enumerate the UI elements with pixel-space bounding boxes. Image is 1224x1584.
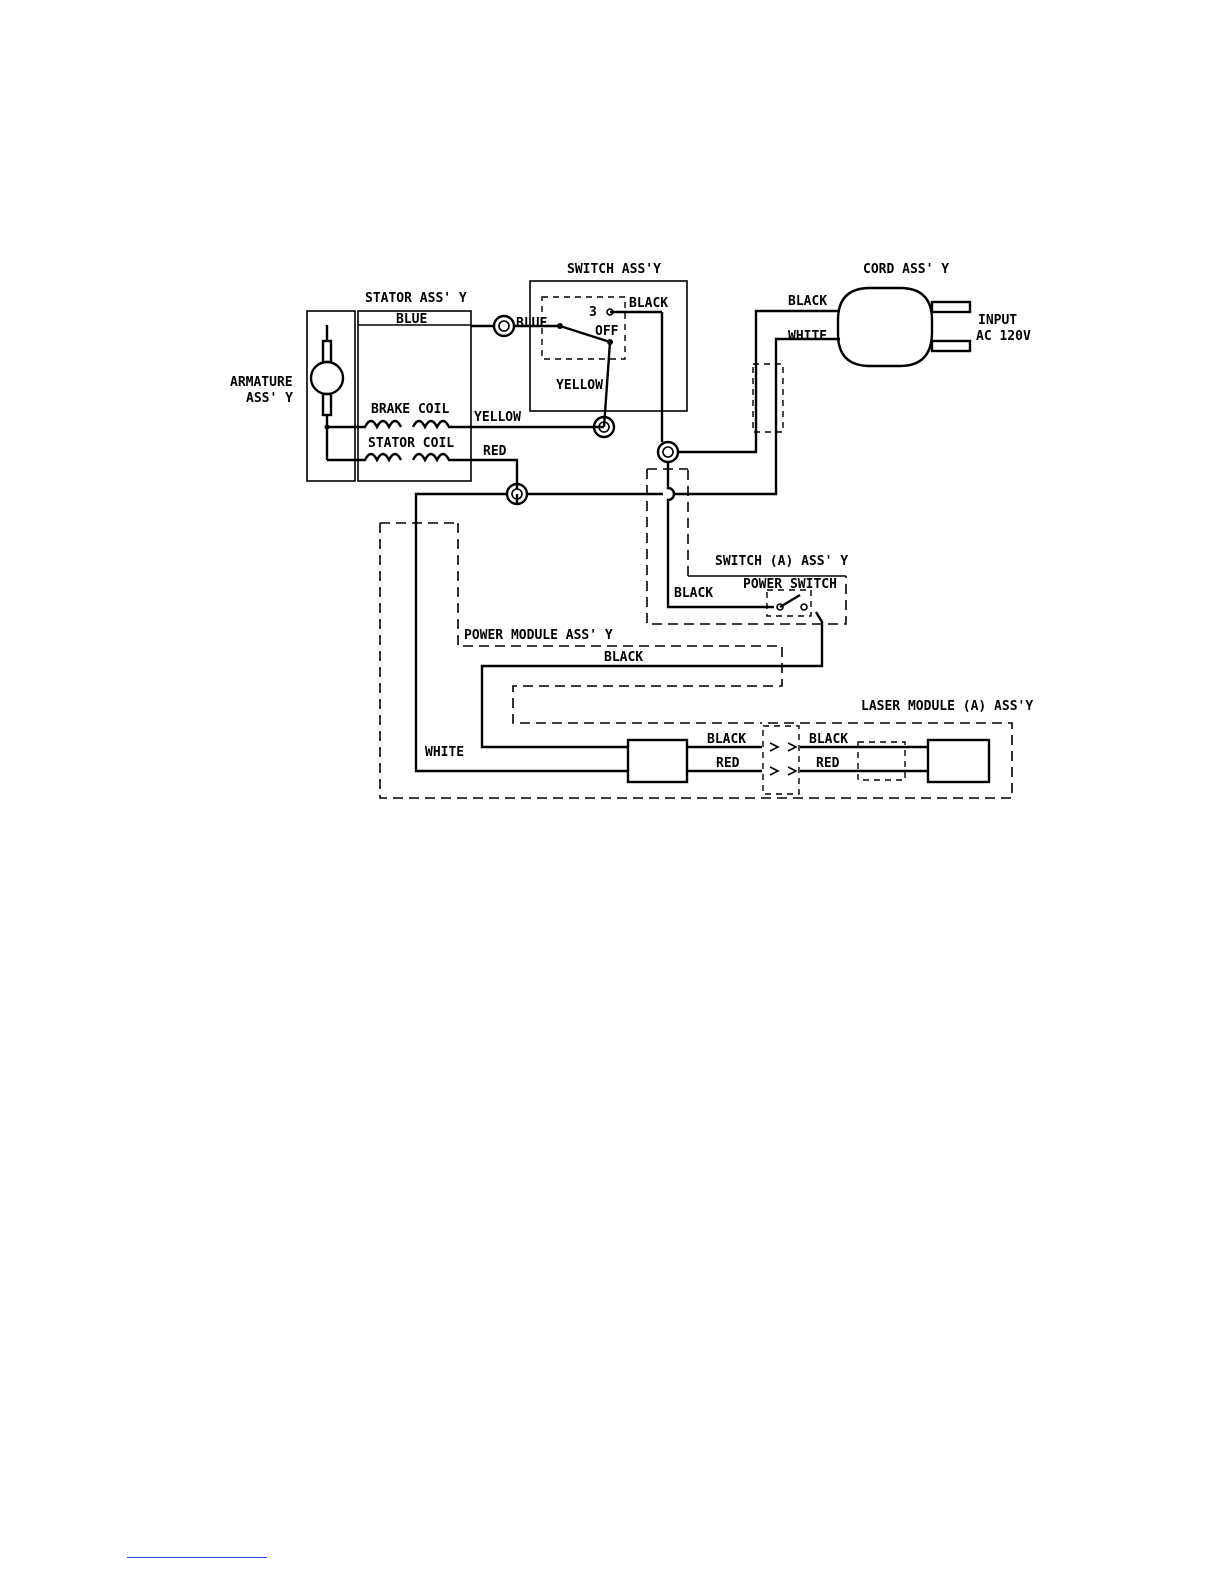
laser-module-assy-label: LASER MODULE (A) ASS'Y bbox=[861, 699, 1033, 714]
red-wire-label: RED bbox=[483, 444, 507, 459]
power-module-assembly: POWER MODULE ASS' Y bbox=[380, 523, 1012, 798]
black-pm-label: BLACK bbox=[604, 650, 643, 665]
black-left-label: BLACK bbox=[707, 732, 746, 747]
terminal-black bbox=[658, 442, 678, 462]
white-pm-label: WHITE bbox=[425, 745, 464, 760]
blue-top-label: BLUE bbox=[396, 312, 427, 327]
white-cord-label: WHITE bbox=[788, 329, 827, 344]
black-switch-label: BLACK bbox=[629, 296, 668, 311]
power-module-assy-label: POWER MODULE ASS' Y bbox=[464, 628, 613, 643]
black-right-label: BLACK bbox=[809, 732, 848, 747]
black-sw-a-label: BLACK bbox=[674, 586, 713, 601]
terminals bbox=[494, 316, 678, 504]
switch-assy-label: SWITCH ASS'Y bbox=[567, 262, 661, 277]
terminal-blue bbox=[494, 316, 514, 336]
off-label: OFF bbox=[595, 324, 619, 339]
armature-symbol: ARMATURE ASS' Y bbox=[230, 325, 343, 460]
yellow-switch-label: YELLOW bbox=[556, 378, 603, 393]
stator-assy-label: STATOR ASS' Y bbox=[365, 291, 467, 306]
input-label-1: INPUT bbox=[978, 313, 1017, 328]
wires: YELLOW RED BLACK BLACK WHITE BLACK RED B… bbox=[416, 311, 928, 771]
three-label: 3 bbox=[589, 305, 597, 320]
stator-coil-label: STATOR COIL bbox=[368, 436, 454, 451]
armature-label-1: ARMATURE bbox=[230, 375, 293, 390]
cord-assy-label: CORD ASS' Y bbox=[863, 262, 949, 277]
yellow-wire-label: YELLOW bbox=[474, 410, 521, 425]
blue-switch-label: BLUE bbox=[516, 316, 547, 331]
red-right-label: RED bbox=[816, 756, 840, 771]
switch-a-assy-label: SWITCH (A) ASS' Y bbox=[715, 554, 848, 569]
stator-assembly: STATOR ASS' Y BLUE bbox=[307, 291, 471, 481]
red-left-label: RED bbox=[716, 756, 740, 771]
armature-label-2: ASS' Y bbox=[246, 391, 293, 406]
brake-coil: BRAKE COIL bbox=[327, 402, 604, 427]
black-cord-label: BLACK bbox=[788, 294, 827, 309]
brake-coil-label: BRAKE COIL bbox=[371, 402, 449, 417]
footer-rule bbox=[127, 1557, 267, 1558]
cord-assembly: CORD ASS' Y BLACK WHITE INPUT AC 120V bbox=[753, 262, 1031, 432]
input-label-2: AC 120V bbox=[976, 329, 1031, 344]
